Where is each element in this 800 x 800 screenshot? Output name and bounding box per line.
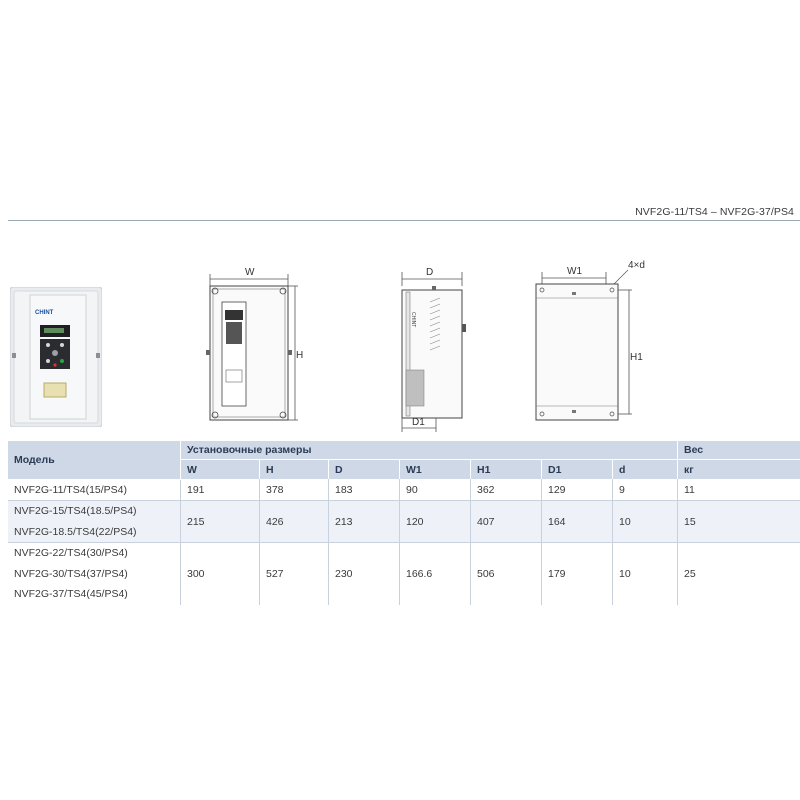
value-cell: 213	[328, 500, 400, 543]
back-height1-label: H1	[630, 352, 643, 363]
value-cell: 179	[541, 542, 613, 605]
value-cell: 215	[180, 500, 260, 543]
model-cell: NVF2G-11/TS4(15/PS4)	[8, 479, 181, 501]
value-cell: 10	[612, 542, 678, 605]
model-cell: NVF2G-18.5/TS4(22/PS4)	[8, 521, 181, 543]
value-cell: 90	[399, 479, 471, 501]
table-row: NVF2G-18.5/TS4(22/PS4)	[8, 521, 800, 543]
value-cell: 506	[470, 542, 542, 605]
front-height-label: H	[296, 350, 303, 361]
model-cell: NVF2G-15/TS4(18.5/PS4)	[8, 500, 181, 522]
value-cell: 230	[328, 542, 400, 605]
model-cell: NVF2G-22/TS4(30/PS4)	[8, 542, 181, 564]
value-cell: 11	[677, 479, 800, 501]
table-row: NVF2G-15/TS4(18.5/PS4) 215 426 213 120 4…	[8, 500, 800, 543]
back-width1-label: W1	[567, 266, 582, 277]
value-cell: 120	[399, 500, 471, 543]
side-depth-label: D	[426, 267, 433, 278]
photo-brand-logo: CHINT	[35, 310, 54, 316]
series-title: NVF2G-11/TS4 – NVF2G-37/PS4	[635, 206, 794, 218]
col-header-weight-unit: кг	[677, 459, 800, 479]
side-view-drawing: D CHINT D1	[396, 262, 468, 438]
value-cell: 527	[259, 542, 329, 605]
value-cell: 164	[541, 500, 613, 543]
dimensions-table: Модель Установочные размеры Вес W H D W1…	[8, 441, 800, 605]
col-header-d: D	[328, 459, 400, 479]
front-width-label: W	[245, 267, 255, 278]
col-header-d-hole: d	[612, 459, 678, 479]
value-cell: 129	[541, 479, 613, 501]
dims-group-header: Установочные размеры	[180, 441, 678, 460]
model-cell: NVF2G-30/TS4(37/PS4)	[14, 567, 128, 580]
back-view-drawing: W1 4×d H1	[528, 258, 648, 428]
col-header-w: W	[180, 459, 260, 479]
table-row: NVF2G-11/TS4(15/PS4) 191 378 183 90 362 …	[8, 479, 800, 501]
table-row: NVF2G-30/TS4(37/PS4)	[8, 564, 800, 585]
col-header-h: H	[259, 459, 329, 479]
value-cell: 25	[677, 542, 800, 605]
value-cell: 300	[180, 542, 260, 605]
value-cell: 191	[180, 479, 260, 501]
col-header-h1: H1	[470, 459, 542, 479]
model-cell: NVF2G-37/TS4(45/PS4)	[14, 588, 128, 601]
value-cell: 15	[677, 500, 800, 543]
value-cell: 362	[470, 479, 542, 501]
value-cell: 166.6	[399, 542, 471, 605]
front-view-drawing: W H	[198, 262, 306, 428]
col-header-d1: D1	[541, 459, 613, 479]
side-depth1-label: D1	[412, 417, 425, 428]
svg-text:CHINT: CHINT	[410, 312, 416, 327]
header-rule	[8, 220, 800, 221]
value-cell: 10	[612, 500, 678, 543]
value-cell: 407	[470, 500, 542, 543]
weight-group-header: Вес	[677, 441, 800, 460]
col-header-w1: W1	[399, 459, 471, 479]
model-column-header: Модель	[8, 441, 181, 480]
value-cell: 9	[612, 479, 678, 501]
value-cell: 183	[328, 479, 400, 501]
product-photo: CHINT	[10, 287, 102, 427]
back-hole-label: 4×d	[628, 260, 645, 271]
value-cell: 426	[259, 500, 329, 543]
value-cell: 378	[259, 479, 329, 501]
table-row: NVF2G-37/TS4(45/PS4)	[8, 584, 800, 605]
table-row: NVF2G-22/TS4(30/PS4) 300 527 230 166.6 5…	[8, 542, 800, 605]
